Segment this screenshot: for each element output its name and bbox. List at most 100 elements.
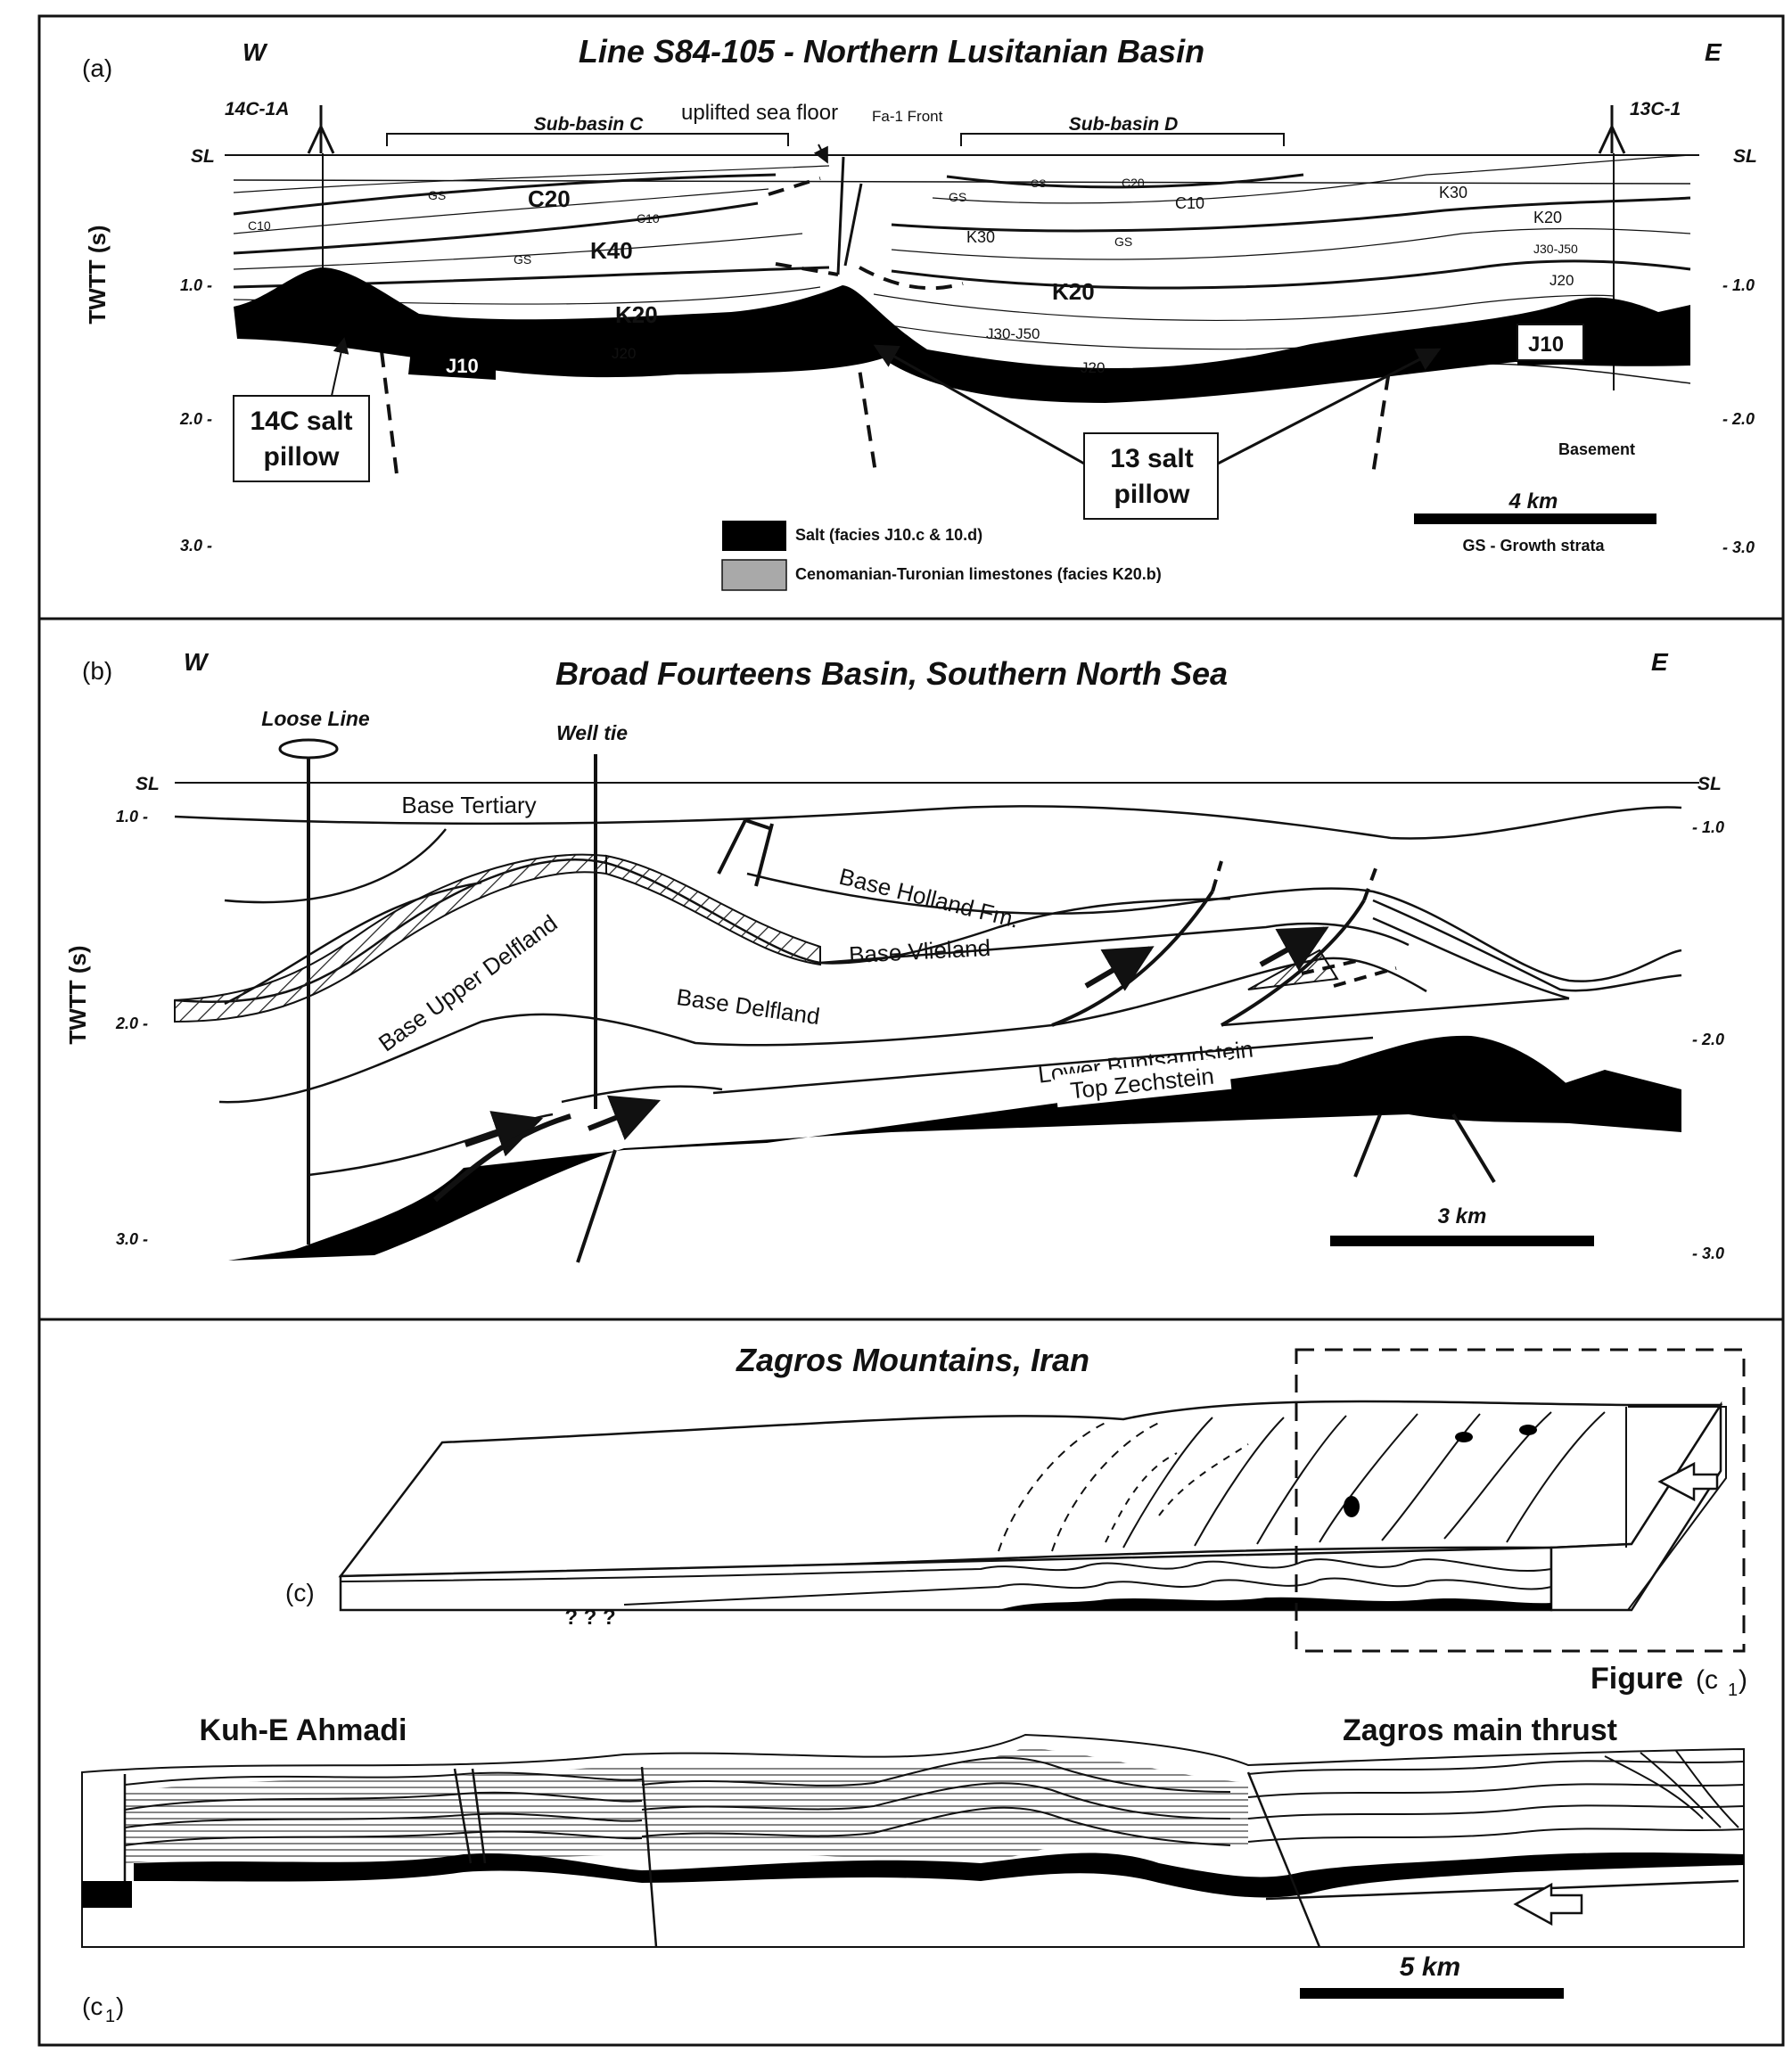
panel-c1-scale-label: 5 km	[1400, 1952, 1460, 1982]
sub-basin-d-bracket	[960, 133, 1285, 146]
panel-b-thrust-arrows	[433, 926, 1329, 1203]
base-delfland-label: Base Delfland	[675, 983, 821, 1030]
panel-a: (a) W Line S84-105 - Northern Lusitanian…	[82, 33, 1757, 591]
panel-a-sl-right: SL	[1733, 146, 1757, 167]
callout-14c-line2: pillow	[264, 442, 341, 472]
j20-label-3: J20	[1550, 272, 1574, 289]
panel-a-scale-label: 4 km	[1508, 489, 1558, 513]
c20-label-2: C20	[1122, 176, 1145, 190]
j20-label-2: J20	[1081, 359, 1105, 376]
panel-a-tick-right-3: - 3.0	[1722, 538, 1755, 556]
panel-b: (b) W Broad Fourteens Basin, Southern No…	[64, 648, 1724, 1263]
j10-label-1: J10	[446, 355, 479, 377]
callout-13-line1: 13 salt	[1110, 444, 1193, 473]
panel-a-west: W	[242, 38, 268, 66]
panel-a-tick-left-1: 1.0 -	[180, 276, 212, 294]
loose-line-marker	[278, 738, 339, 760]
well-tie-label: Well tie	[556, 721, 628, 744]
panel-b-sl-right: SL	[1697, 774, 1722, 794]
base-tertiary-label: Base Tertiary	[401, 792, 536, 818]
k30-label-2: K30	[1439, 184, 1467, 201]
legend-salt-label: Salt (facies J10.c & 10.d)	[795, 526, 982, 544]
c1-salt-layer	[134, 1853, 1744, 1898]
c10-label-1: C10	[248, 218, 271, 233]
k20-label-1: K20	[615, 301, 658, 328]
j20-label-1: J20	[612, 345, 636, 362]
panel-b-y-axis-title: TWTT (s)	[64, 945, 91, 1044]
panel-b-faults	[576, 818, 1496, 1263]
callout-14c-box	[233, 395, 370, 482]
sub-basin-c-bracket	[386, 133, 789, 146]
figure-ref-sub-n: 1	[1728, 1680, 1738, 1700]
salt-body-b	[228, 1035, 1681, 1261]
legend-salt-swatch	[722, 521, 786, 551]
c10-label-3: C10	[1175, 194, 1204, 212]
panel-c-title: Zagros Mountains, Iran	[736, 1342, 1089, 1378]
push-arrow-c1	[1513, 1882, 1583, 1926]
fa-1-front-label: Fa-1 Front	[872, 108, 943, 125]
panel-b-east: E	[1651, 648, 1669, 676]
panel-b-title: Broad Fourteens Basin, Southern North Se…	[555, 655, 1228, 692]
panel-b-label: (b)	[82, 657, 112, 685]
figure-ref-close: )	[1739, 1665, 1747, 1695]
panel-c1-scale-bar	[1300, 1988, 1564, 1999]
c1-stratified-layers	[125, 1747, 1248, 1863]
callout-14c-line1: 14C salt	[250, 407, 352, 436]
push-arrow-c	[1657, 1461, 1719, 1502]
sub-basin-c-label: Sub-basin C	[534, 114, 644, 135]
panel-c1-label-sub: 1	[105, 2007, 115, 2026]
c20-label-1: C20	[528, 185, 571, 212]
k30-label-1: K30	[966, 228, 995, 246]
panel-b-scale-bar	[1330, 1236, 1594, 1246]
panel-b-tick-left-1: 1.0 -	[116, 808, 148, 826]
panel-c: Zagros Mountains, Iran (c)	[285, 1342, 1747, 1700]
k40-label: K40	[590, 237, 633, 264]
callout-13-line2: pillow	[1114, 480, 1191, 509]
j30j50-label-2: J30-J50	[1533, 242, 1578, 256]
k20-label-2: K20	[1052, 278, 1095, 305]
panel-a-tick-left-3: 3.0 -	[180, 537, 212, 555]
zagros-fold-ridges	[998, 1411, 1606, 1552]
panel-a-y-axis-title: TWTT (s)	[84, 225, 111, 324]
panel-b-tick-left-2: 2.0 -	[115, 1015, 148, 1032]
gs-label-3: GS	[949, 190, 966, 204]
panel-a-sl-left: SL	[191, 146, 215, 167]
panel-a-tick-left-2: 2.0 -	[179, 410, 212, 428]
j30j50-label-1: J30-J50	[986, 325, 1040, 342]
legend-limestone-swatch	[721, 559, 787, 591]
panel-b-tick-right-2: - 2.0	[1692, 1031, 1724, 1048]
base-vlieland-label: Base Vlieland	[848, 934, 991, 968]
salt-body-a	[234, 267, 1690, 403]
k20-label-3: K20	[1533, 209, 1562, 226]
uplifted-sea-floor-label: uplifted sea floor	[681, 101, 838, 125]
inset-box	[1295, 1348, 1746, 1653]
fa-1-front-fault	[836, 156, 863, 275]
loose-line-label: Loose Line	[261, 707, 370, 730]
panel-a-scale-bar	[1414, 513, 1656, 524]
panel-a-tick-right-2: - 2.0	[1722, 410, 1755, 428]
well-13c-1-label: 13C-1	[1630, 99, 1681, 119]
panel-a-label: (a)	[82, 54, 112, 82]
figure-frame	[37, 14, 1785, 2047]
kuh-e-ahmadi-label: Kuh-E Ahmadi	[200, 1713, 407, 1747]
panel-a-dashed-horizons	[380, 177, 1394, 482]
gs-label-5: GS	[1114, 234, 1132, 249]
legend-limestone-label: Cenomanian-Turonian limestones (facies K…	[795, 565, 1162, 583]
panel-c1-label-close: )	[116, 1992, 124, 2020]
c10-label-2: C10	[637, 211, 660, 226]
c1-horizons	[124, 1750, 1745, 1846]
zagros-main-thrust-label: Zagros main thrust	[1343, 1713, 1617, 1747]
panel-b-west: W	[184, 648, 210, 676]
panel-a-title: Line S84-105 - Northern Lusitanian Basin	[579, 33, 1204, 70]
c1-faults	[123, 1766, 1739, 1948]
panel-c1: Kuh-E Ahmadi Zagros main thrust	[81, 1713, 1745, 2026]
panel-b-tick-right-3: - 3.0	[1692, 1245, 1724, 1262]
base-vlieland-hatch	[605, 854, 821, 966]
gs-label-2: GS	[514, 252, 531, 267]
j10-label-2: J10	[1528, 333, 1564, 357]
panel-b-scale-label: 3 km	[1438, 1204, 1487, 1228]
well-14c-1a-label: 14C-1A	[225, 99, 289, 119]
panel-b-tick-left-3: 3.0 -	[116, 1230, 148, 1248]
panel-a-tick-right-1: - 1.0	[1722, 276, 1755, 294]
